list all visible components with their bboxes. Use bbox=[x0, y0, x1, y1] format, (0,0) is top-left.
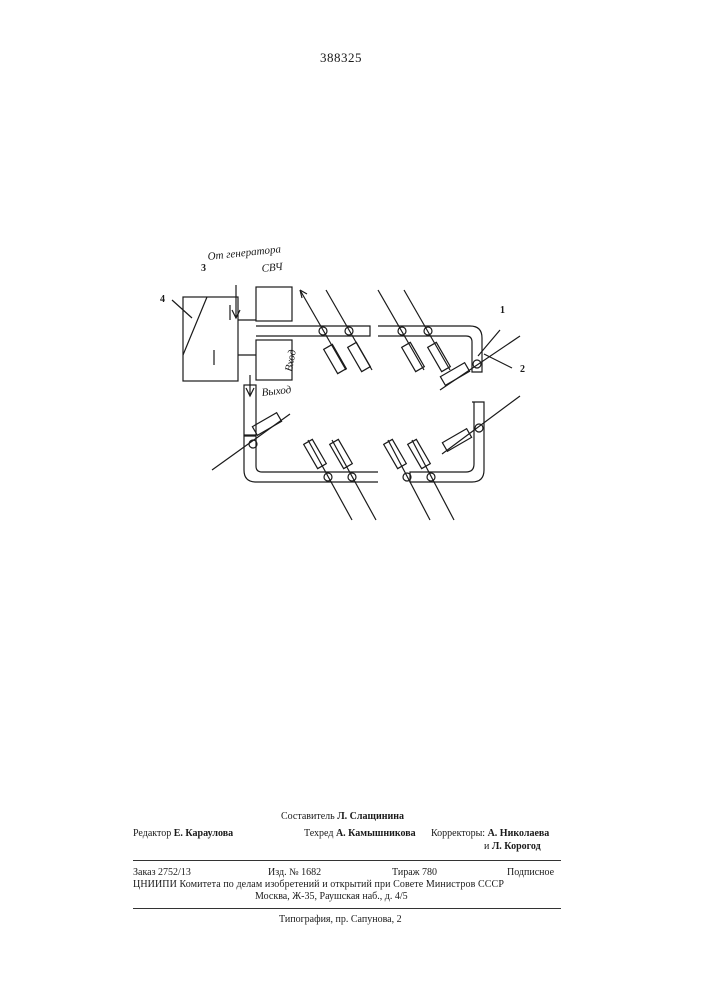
editor-label: Редактор bbox=[133, 828, 171, 839]
edition-number: Изд. № 1682 bbox=[268, 867, 321, 878]
corrector-2: Л. Корогод bbox=[492, 841, 541, 852]
techred-name: А. Камышникова bbox=[336, 828, 416, 839]
editor-line: Редактор Е. Караулова bbox=[133, 828, 233, 839]
subscription: Подписное bbox=[507, 867, 554, 878]
address-line: Москва, Ж-35, Раушская наб., д. 4/5 bbox=[255, 891, 408, 902]
corrector-1: А. Николаева bbox=[488, 828, 550, 839]
correctors-label: Корректоры: bbox=[431, 828, 485, 839]
editor-name: Е. Караулова bbox=[174, 828, 233, 839]
coupler-left-1 bbox=[212, 413, 290, 470]
circulation: Тираж 780 bbox=[392, 867, 437, 878]
input-label: Вход bbox=[283, 348, 299, 372]
techred-label: Техред bbox=[304, 828, 333, 839]
svch-label: СВЧ bbox=[261, 261, 285, 275]
techred-line: Техред А. Камышникова bbox=[304, 828, 416, 839]
label-4: 4 bbox=[160, 294, 165, 305]
organization-line: ЦНИИПИ Комитета по делам изобретений и о… bbox=[133, 879, 561, 890]
divider-top bbox=[133, 860, 561, 861]
coupler-top-4 bbox=[404, 290, 450, 372]
divider-bottom bbox=[133, 908, 561, 909]
printing-house: Типография, пр. Сапунова, 2 bbox=[279, 914, 402, 925]
compiler-line: Составитель Л. Слащинина bbox=[281, 811, 404, 822]
compiler-name: Л. Слащинина bbox=[337, 811, 404, 822]
output-label: Выход bbox=[261, 384, 292, 399]
coupler-top-3 bbox=[378, 290, 424, 372]
coupler-top-1 bbox=[300, 290, 346, 374]
coupler-right-2 bbox=[442, 396, 520, 454]
corrector-2-prefix: и bbox=[484, 841, 489, 852]
corrector-2-line: и Л. Корогод bbox=[484, 841, 541, 852]
label-3: 3 bbox=[201, 263, 206, 274]
correctors-line: Корректоры: А. Николаева bbox=[431, 828, 549, 839]
compiler-label: Составитель bbox=[281, 811, 335, 822]
label-2: 2 bbox=[520, 364, 525, 375]
coupler-bottom-2 bbox=[330, 439, 376, 520]
coupler-top-2 bbox=[326, 290, 372, 372]
order-number: Заказ 2752/13 bbox=[133, 867, 191, 878]
label-1: 1 bbox=[500, 305, 505, 316]
from-generator-label: От генератора bbox=[207, 243, 282, 263]
coupler-right-1 bbox=[440, 336, 520, 390]
